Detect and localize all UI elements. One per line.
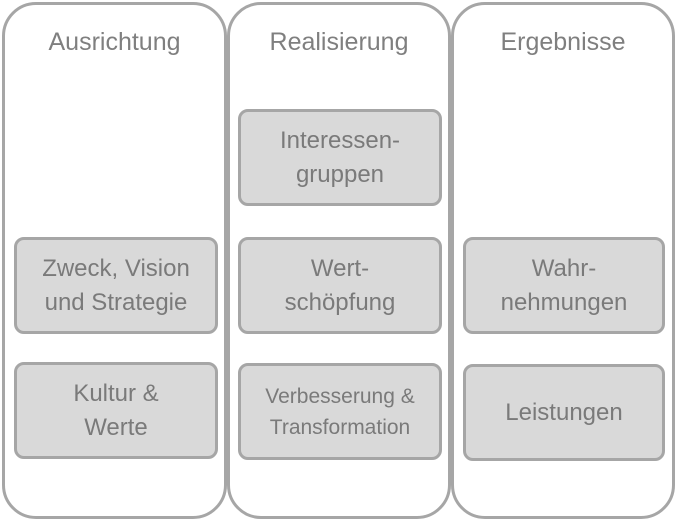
column-realisierung: Realisierung Interessen- gruppen Wert- s… bbox=[227, 2, 451, 519]
column-title-ergebnisse: Ergebnisse bbox=[500, 28, 626, 56]
box-leistungen: Leistungen bbox=[463, 364, 665, 461]
box-verbesserung-transformation: Verbesserung & Transformation bbox=[238, 363, 442, 460]
box-zweck-vision-strategie: Zweck, Vision und Strategie bbox=[14, 237, 218, 334]
box-interessengruppen: Interessen- gruppen bbox=[238, 109, 442, 206]
column-title-realisierung: Realisierung bbox=[269, 28, 409, 56]
column-ergebnisse: Ergebnisse Wahr- nehmungen Leistungen bbox=[451, 2, 675, 519]
box-wertschoepfung: Wert- schöpfung bbox=[238, 237, 442, 334]
column-title-ausrichtung: Ausrichtung bbox=[48, 28, 181, 56]
box-wahrnehmungen: Wahr- nehmungen bbox=[463, 237, 665, 334]
column-ausrichtung: Ausrichtung Zweck, Vision und Strategie … bbox=[2, 2, 227, 519]
box-kultur-werte: Kultur & Werte bbox=[14, 362, 218, 459]
